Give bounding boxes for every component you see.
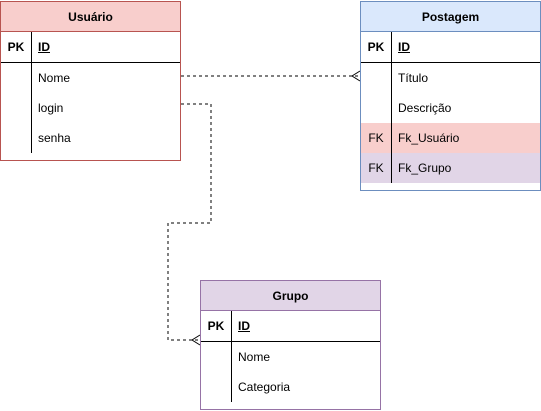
column-divider — [31, 93, 32, 123]
attribute-login: login — [38, 101, 64, 115]
entity-title: Postagem — [361, 2, 540, 32]
pk-row[interactable]: PK ID — [1, 32, 180, 63]
attribute-row[interactable]: senha — [1, 123, 180, 153]
pk-row[interactable]: PK ID — [361, 32, 540, 63]
pk-field: ID — [238, 319, 250, 333]
column-divider — [231, 311, 232, 341]
fk-label: FK — [368, 131, 384, 145]
attribute-row[interactable]: login — [1, 93, 180, 123]
fk-field-usuario: Fk_Usuário — [398, 131, 460, 145]
attribute-categoria: Categoria — [238, 380, 291, 394]
entity-postagem[interactable]: Postagem PK ID Título Descrição FK Fk_Us… — [360, 1, 541, 191]
fk-label: FK — [368, 161, 384, 175]
attribute-row[interactable]: Nome — [1, 63, 180, 93]
column-divider — [31, 32, 32, 62]
attribute-descricao: Descrição — [398, 101, 452, 115]
column-divider — [231, 372, 232, 402]
fk-row-grupo[interactable]: FK Fk_Grupo — [361, 153, 540, 183]
connector-usuario-grupo[interactable] — [167, 103, 212, 341]
pk-label: PK — [7, 40, 25, 54]
attribute-senha: senha — [38, 131, 71, 145]
column-divider — [391, 63, 392, 93]
crowfoot-grupo-icon — [191, 334, 201, 346]
column-divider — [391, 93, 392, 123]
attribute-row[interactable]: Descrição — [361, 93, 540, 123]
attribute-row[interactable]: Nome — [201, 342, 380, 372]
entity-grupo[interactable]: Grupo PK ID Nome Categoria — [200, 280, 381, 410]
column-divider — [391, 32, 392, 62]
pk-row[interactable]: PK ID — [201, 311, 380, 342]
crowfoot-postagem-icon — [351, 70, 361, 82]
pk-field: ID — [38, 40, 50, 54]
entity-usuario[interactable]: Usuário PK ID Nome login senha — [0, 1, 181, 161]
column-divider — [391, 123, 392, 153]
pk-field: ID — [398, 40, 410, 54]
pk-label: PK — [367, 40, 385, 54]
attribute-nome: Nome — [238, 350, 271, 364]
fk-field-grupo: Fk_Grupo — [398, 161, 452, 175]
attribute-row[interactable]: Título — [361, 63, 540, 93]
attribute-nome: Nome — [38, 71, 71, 85]
column-divider — [31, 63, 32, 93]
entity-title: Grupo — [201, 281, 380, 311]
column-divider — [231, 342, 232, 372]
attribute-row[interactable]: Categoria — [201, 372, 380, 402]
entity-title: Usuário — [1, 2, 180, 32]
fk-row-usuario[interactable]: FK Fk_Usuário — [361, 123, 540, 153]
column-divider — [31, 123, 32, 153]
pk-label: PK — [207, 319, 225, 333]
attribute-titulo: Título — [398, 71, 429, 85]
column-divider — [391, 153, 392, 183]
